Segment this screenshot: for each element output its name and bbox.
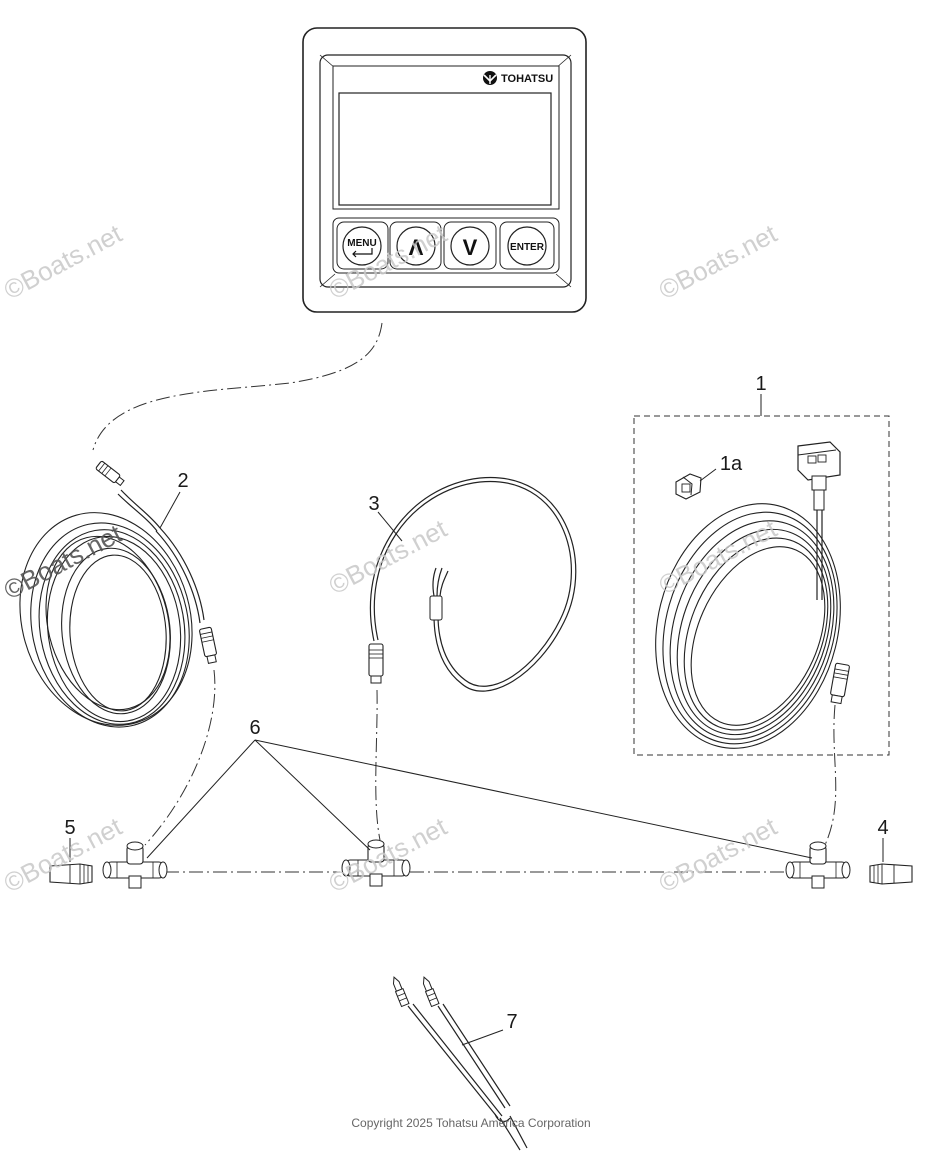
tee-connector-center[interactable] (341, 839, 411, 887)
callout-2: 2 (177, 470, 188, 492)
menu-button[interactable]: MENU (336, 221, 389, 270)
watermark-text: ©Boats.net (0, 518, 127, 605)
cable-2-top-connector (95, 460, 125, 487)
part-4-terminator[interactable] (869, 863, 913, 885)
cable-2-bottom-connector (199, 626, 217, 664)
part-7-audio-cable[interactable] (390, 976, 528, 1151)
leader-1a (699, 468, 717, 482)
brand-label: TOHATSU (501, 73, 553, 85)
tee-connector-left[interactable] (102, 841, 168, 889)
leader-2 (159, 491, 181, 529)
menu-button-label: MENU (347, 238, 376, 249)
display-screen (338, 92, 552, 206)
up-button[interactable]: Λ (389, 221, 442, 270)
enter-button-label: ENTER (510, 242, 545, 253)
down-button[interactable]: V (443, 221, 497, 270)
tee-connector-right[interactable] (785, 841, 851, 889)
display-unit[interactable]: TOHATSU MENU Λ V ENTER (302, 27, 587, 313)
part-1-sensor-cable[interactable] (631, 441, 866, 768)
callout-5: 5 (64, 817, 75, 839)
part-1a-clip[interactable] (675, 473, 702, 500)
down-button-label: V (463, 235, 478, 260)
leader-7 (461, 1029, 504, 1046)
cable-2-coils (19, 512, 193, 728)
part-1-kit-box (633, 415, 890, 756)
leader-6b (254, 739, 371, 851)
cable-1-connector (830, 662, 850, 705)
cable-2-to-tee-line (144, 669, 216, 846)
display-connection-line (92, 322, 383, 451)
watermark-text: ©Boats.net (654, 513, 783, 600)
tohatsu-logo-icon (483, 71, 497, 85)
callout-1: 1 (755, 373, 766, 395)
callout-4: 4 (877, 817, 888, 839)
leader-6c (254, 739, 813, 859)
return-arrow-icon (352, 248, 373, 258)
sensor-plug (797, 441, 841, 491)
cable-1-to-tee-line (824, 704, 837, 846)
leader-6a (146, 739, 256, 859)
watermark-layer: ©Boats.net ©Boats.net ©Boats.net ©Boats.… (0, 218, 782, 898)
cable-1-coils (655, 503, 841, 749)
enter-button[interactable]: ENTER (499, 221, 555, 270)
callout-7: 7 (506, 1011, 517, 1033)
watermark-text: ©Boats.net (654, 218, 783, 305)
copyright-text: Copyright 2025 Tohatsu America Corporati… (351, 1116, 590, 1130)
part-5-terminator[interactable] (49, 863, 93, 885)
callout-6: 6 (249, 717, 260, 739)
cable-3-to-tee-line (375, 689, 381, 841)
cable-3-sleeve (429, 595, 443, 621)
part-3-cable[interactable] (368, 477, 577, 692)
part-2-cable[interactable] (0, 460, 218, 746)
watermark-text: ©Boats.net (654, 811, 783, 898)
up-button-label: Λ (409, 235, 424, 260)
callout-1a: 1a (720, 453, 743, 475)
callout-3: 3 (368, 493, 379, 515)
cable-3-connector (368, 643, 384, 684)
leader-3 (377, 511, 403, 542)
watermark-text: ©Boats.net (0, 218, 127, 305)
